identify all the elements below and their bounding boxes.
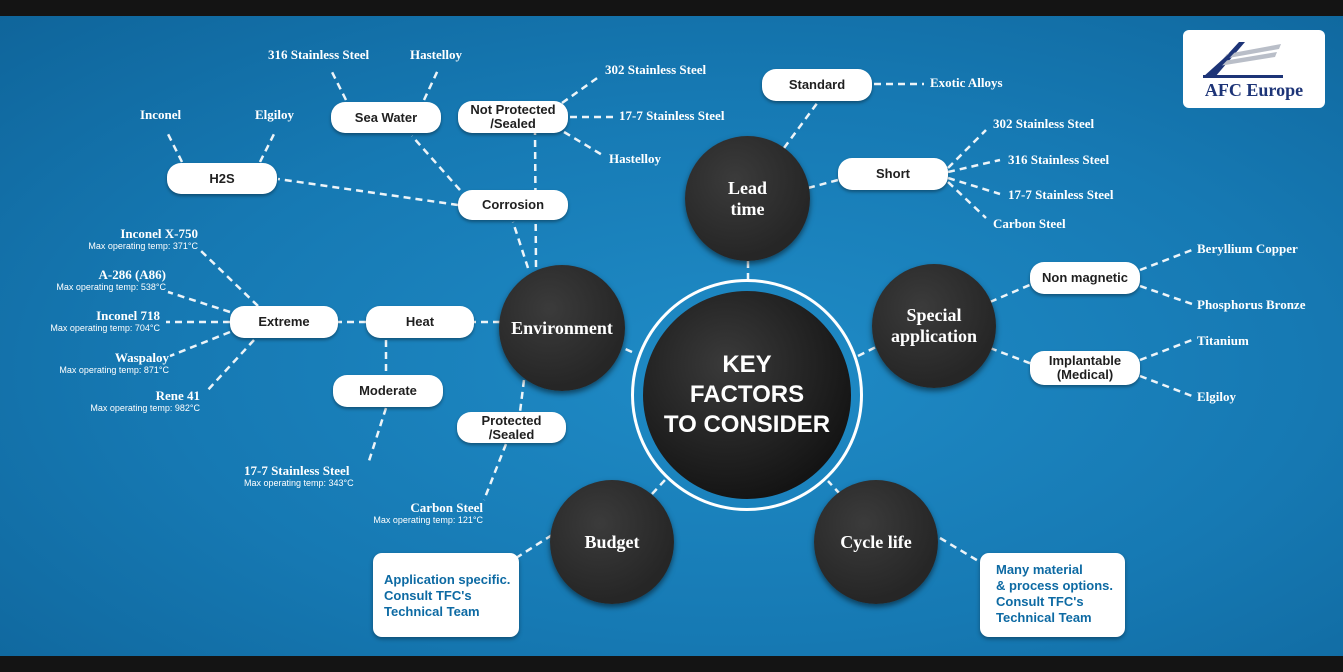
center-line-2: FACTORS bbox=[689, 381, 805, 408]
special-application-label-2: application bbox=[890, 326, 978, 346]
center-ring bbox=[631, 279, 863, 511]
corrosion-pill: Corrosion bbox=[458, 190, 568, 220]
short-material-316: 316 Stainless Steel bbox=[1008, 152, 1110, 167]
non-magnetic-material-beryllium: Beryllium Copper bbox=[1197, 241, 1298, 256]
budget-note-line: Consult TFC's bbox=[384, 588, 472, 603]
short-material-302: 302 Stainless Steel bbox=[993, 116, 1095, 131]
extreme-pill: Extreme bbox=[230, 306, 338, 338]
budget-node: Budget bbox=[550, 480, 674, 604]
protected-label-1: Protected bbox=[481, 412, 542, 428]
sea-water-pill: Sea Water bbox=[331, 102, 441, 133]
extreme-material-note: Max operating temp: 704°C bbox=[50, 323, 160, 333]
cycle-life-note-line: Technical Team bbox=[996, 610, 1092, 625]
lead-time-label-1: Lead bbox=[727, 177, 767, 198]
short-label: Short bbox=[876, 166, 910, 181]
protected-label-2: /Sealed bbox=[488, 426, 535, 442]
protected-material-note: Max operating temp: 121°C bbox=[373, 515, 483, 525]
top-bar bbox=[0, 0, 1343, 16]
extreme-material: Rene 41 Max operating temp: 982°C bbox=[90, 388, 200, 414]
cycle-life-note-line: Many material bbox=[996, 562, 1083, 577]
center-line-3: TO CONSIDER bbox=[663, 411, 831, 438]
logo-text: AFC Europe bbox=[1204, 80, 1304, 100]
budget-label: Budget bbox=[584, 531, 640, 552]
not-protected-material-hastelloy: Hastelloy bbox=[609, 151, 661, 166]
non-magnetic-label: Non magnetic bbox=[1042, 270, 1128, 285]
extreme-material: A-286 (A86) Max operating temp: 538°C bbox=[56, 267, 166, 293]
cycle-life-label: Cycle life bbox=[840, 531, 912, 552]
h2s-label: H2S bbox=[209, 170, 235, 186]
extreme-material-name: Inconel 718 bbox=[96, 308, 160, 323]
moderate-material-note: Max operating temp: 343°C bbox=[244, 478, 354, 488]
afc-wing-icon bbox=[1203, 42, 1283, 78]
h2s-material-elgiloy: Elgiloy bbox=[255, 107, 295, 122]
environment-label: Environment bbox=[511, 317, 613, 338]
short-material-carbon: Carbon Steel bbox=[993, 216, 1066, 231]
environment-node: Environment bbox=[499, 265, 625, 391]
extreme-material: Inconel X-750 Max operating temp: 371°C bbox=[88, 226, 198, 252]
extreme-material-note: Max operating temp: 538°C bbox=[56, 282, 166, 292]
extreme-label: Extreme bbox=[258, 314, 310, 329]
lead-time-node: Lead time bbox=[685, 136, 810, 261]
special-application-label-1: Special bbox=[906, 305, 962, 325]
cycle-life-note-line: & process options. bbox=[996, 578, 1114, 593]
extreme-material-name: Inconel X-750 bbox=[120, 226, 198, 241]
sea-water-material-hastelloy: Hastelloy bbox=[410, 47, 462, 62]
cycle-life-node: Cycle life bbox=[814, 480, 938, 604]
not-protected-pill: Not Protected /Sealed bbox=[458, 101, 568, 133]
implantable-material-elgiloy: Elgiloy bbox=[1197, 389, 1237, 404]
extreme-material-note: Max operating temp: 871°C bbox=[59, 365, 169, 375]
not-protected-label-2: /Sealed bbox=[490, 116, 536, 131]
extreme-material-name: A-286 (A86) bbox=[98, 267, 166, 282]
implantable-label-1: Implantable bbox=[1048, 353, 1122, 368]
not-protected-material-17-7: 17-7 Stainless Steel bbox=[619, 108, 725, 123]
key-factors-center: KEY FACTORS TO CONSIDER bbox=[643, 291, 851, 499]
protected-pill: Protected /Sealed bbox=[457, 412, 566, 443]
cycle-life-note-card: Many material & process options. Consult… bbox=[980, 553, 1125, 637]
cycle-life-note-line: Consult TFC's bbox=[996, 594, 1084, 609]
not-protected-material-302: 302 Stainless Steel bbox=[605, 62, 707, 77]
standard-pill: Standard bbox=[762, 69, 872, 101]
bottom-bar bbox=[0, 656, 1343, 672]
budget-note-card: Application specific. Consult TFC's Tech… bbox=[373, 553, 519, 637]
not-protected-label-1: Not Protected bbox=[470, 102, 556, 117]
protected-material: Carbon Steel Max operating temp: 121°C bbox=[373, 500, 483, 526]
extreme-material-name: Waspaloy bbox=[114, 350, 169, 365]
heat-label: Heat bbox=[405, 314, 435, 329]
moderate-material-name: 17-7 Stainless Steel bbox=[244, 463, 350, 478]
sea-water-material-316: 316 Stainless Steel bbox=[268, 47, 370, 62]
extreme-material: Inconel 718 Max operating temp: 704°C bbox=[50, 308, 160, 334]
h2s-material-inconel: Inconel bbox=[140, 107, 182, 122]
non-magnetic-pill: Non magnetic bbox=[1030, 262, 1140, 294]
moderate-label: Moderate bbox=[359, 383, 417, 398]
budget-note-line: Technical Team bbox=[384, 604, 480, 619]
afc-europe-logo: AFC Europe bbox=[1183, 30, 1325, 108]
implantable-material-titanium: Titanium bbox=[1197, 333, 1249, 348]
standard-label: Standard bbox=[788, 77, 846, 92]
sea-water-label: Sea Water bbox=[354, 109, 418, 125]
moderate-material: 17-7 Stainless Steel Max operating temp:… bbox=[244, 463, 354, 489]
heat-pill: Heat bbox=[366, 306, 474, 338]
implantable-label-2: (Medical) bbox=[1056, 367, 1114, 382]
h2s-pill: H2S bbox=[167, 163, 277, 194]
protected-material-name: Carbon Steel bbox=[410, 500, 483, 515]
short-pill: Short bbox=[838, 158, 948, 190]
short-material-17-7: 17-7 Stainless Steel bbox=[1008, 187, 1114, 202]
extreme-material-note: Max operating temp: 371°C bbox=[88, 241, 198, 251]
implantable-pill: Implantable (Medical) bbox=[1030, 351, 1140, 385]
standard-material-exotic: Exotic Alloys bbox=[930, 75, 1003, 90]
center-line-1: KEY bbox=[722, 351, 772, 378]
non-magnetic-material-phosphorus: Phosphorus Bronze bbox=[1197, 297, 1306, 312]
moderate-pill: Moderate bbox=[333, 375, 443, 407]
extreme-material-note: Max operating temp: 982°C bbox=[90, 403, 200, 413]
extreme-material-name: Rene 41 bbox=[155, 388, 200, 403]
corrosion-label: Corrosion bbox=[481, 197, 545, 212]
lead-time-label-2: time bbox=[730, 198, 765, 219]
budget-note-line: Application specific. bbox=[384, 572, 511, 587]
special-application-node: Special application bbox=[872, 264, 996, 388]
extreme-material: Waspaloy Max operating temp: 871°C bbox=[59, 350, 169, 376]
